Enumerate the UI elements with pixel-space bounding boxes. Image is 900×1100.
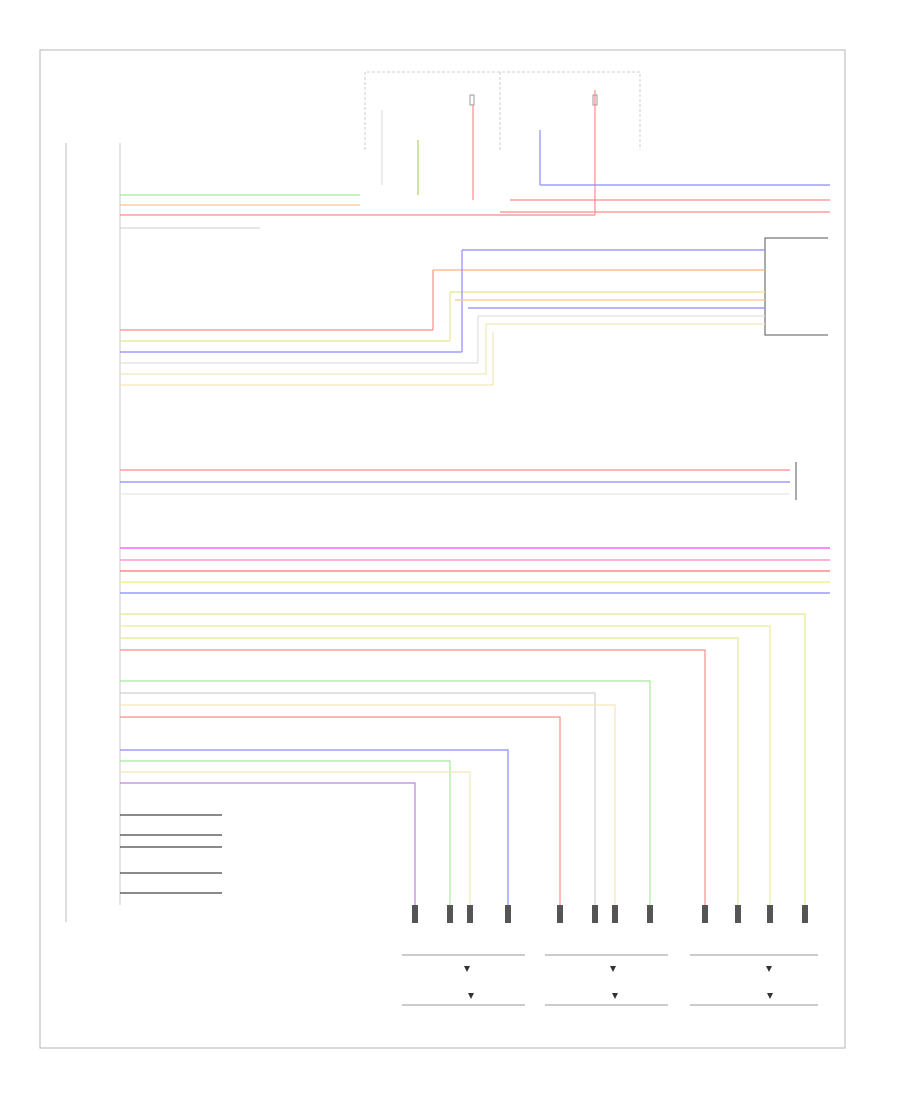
terminal <box>612 905 618 923</box>
fuse-box-region <box>364 71 641 195</box>
bottom-component-middle <box>545 954 668 1006</box>
terminal <box>735 905 741 923</box>
ground-symbol <box>610 966 616 972</box>
ground-symbol <box>468 993 474 999</box>
wire <box>120 680 651 910</box>
ground-connections <box>120 814 222 894</box>
switch-box-upper <box>120 237 828 386</box>
terminal <box>557 905 563 923</box>
terminal <box>702 905 708 923</box>
wire <box>120 771 471 910</box>
wire <box>120 760 451 910</box>
wire <box>120 637 739 910</box>
wire <box>120 749 509 910</box>
terminal <box>412 905 418 923</box>
terminal <box>467 905 473 923</box>
wire <box>120 716 561 910</box>
terminal-blocks <box>412 905 808 923</box>
wire <box>120 782 416 910</box>
wire <box>120 613 806 910</box>
wires-bus <box>120 547 830 594</box>
wires-lower <box>120 613 806 910</box>
bottom-component-left <box>402 954 525 1006</box>
ground-symbol <box>464 966 470 972</box>
wires-middle <box>120 462 797 500</box>
terminal <box>505 905 511 923</box>
ground-symbol <box>766 966 772 972</box>
wires-upper <box>120 90 830 229</box>
ground-symbol <box>612 993 618 999</box>
terminal <box>647 905 653 923</box>
ground-symbol <box>767 993 773 999</box>
terminal <box>447 905 453 923</box>
fuse-box-outline <box>364 71 641 150</box>
bottom-component-right <box>690 954 818 1006</box>
terminal <box>802 905 808 923</box>
wire <box>120 692 596 910</box>
wire <box>120 625 771 910</box>
wire <box>120 649 706 910</box>
diagram-frame <box>39 49 846 1049</box>
fuse-symbol <box>469 94 475 106</box>
control-module <box>65 143 121 922</box>
switch-box-outline <box>764 237 828 336</box>
wire <box>120 704 616 910</box>
ground-symbols <box>464 966 773 999</box>
terminal <box>592 905 598 923</box>
terminal <box>767 905 773 923</box>
